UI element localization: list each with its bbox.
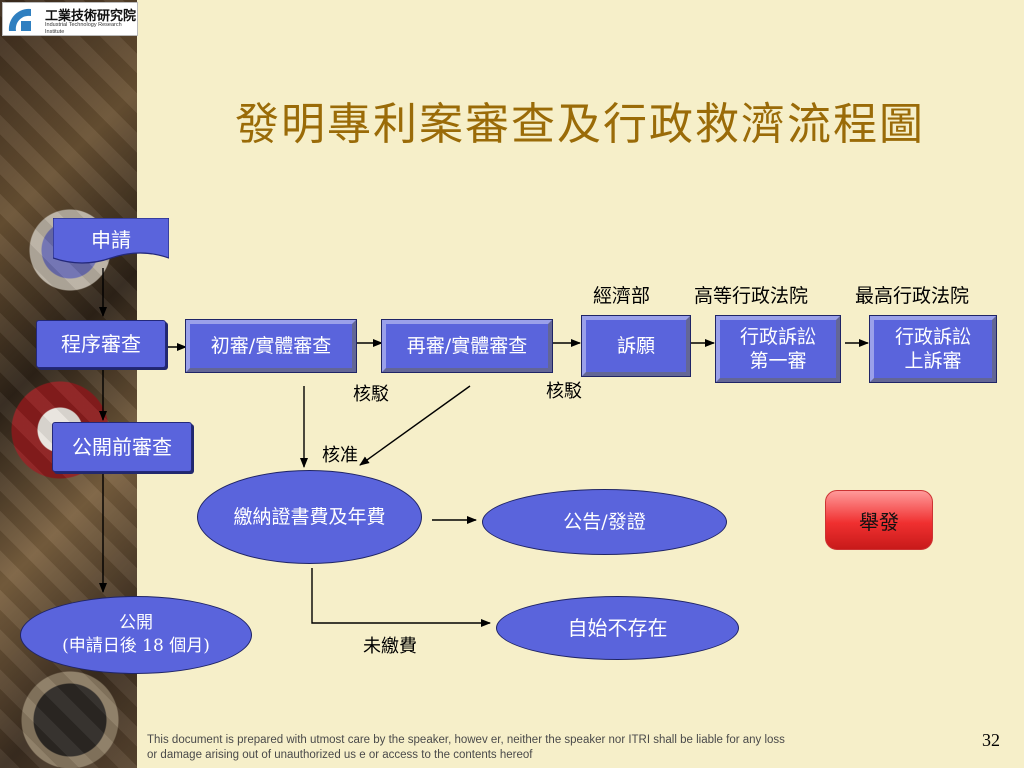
- pre-publication-review-box[interactable]: 公開前審查: [52, 422, 192, 472]
- itri-logo-icon: [7, 7, 33, 33]
- apply-box[interactable]: [53, 218, 169, 268]
- moea-label: 經濟部: [593, 285, 651, 307]
- pay-fees-ellipse[interactable]: 繳納證書費及年費: [197, 470, 422, 564]
- admin-first-instance-label: 行政訴訟 第一審: [739, 326, 816, 372]
- supreme-court-label: 最高行政法院: [855, 285, 970, 307]
- procedure-review-box[interactable]: 程序審查: [36, 320, 166, 368]
- logo-name-en: Industrial Technology Research Institute: [45, 22, 122, 35]
- itri-logo: 工業技術研究院 Industrial Technology Research I…: [2, 2, 138, 36]
- initial-review-box[interactable]: 初審/實體審查: [185, 319, 357, 373]
- void-ellipse[interactable]: 自始不存在: [496, 596, 739, 660]
- unpaid-label: 未繳費: [363, 636, 417, 657]
- page-number: 32: [982, 730, 1000, 750]
- arrow-rereview-approve: [359, 385, 471, 466]
- reject-label-1: 核駁: [353, 384, 389, 405]
- apply-label: 申請: [91, 228, 131, 252]
- re-review-box[interactable]: 再審/實體審查: [381, 319, 553, 373]
- report-button[interactable]: 舉發: [825, 490, 933, 550]
- publication-label: 公開 (申請日後 18 個月): [62, 613, 210, 656]
- page-title: 發明專利案審查及行政救濟流程圖: [235, 99, 925, 150]
- high-court-label: 高等行政法院: [694, 285, 809, 307]
- admin-appeal-label: 行政訴訟 上訴審: [894, 326, 971, 372]
- logo-name-zh: 工業技術研究院: [45, 9, 137, 24]
- admin-first-instance-box[interactable]: 行政訴訟 第一審: [715, 315, 841, 383]
- reject-label-2: 核駁: [546, 381, 582, 402]
- publication-ellipse[interactable]: 公開 (申請日後 18 個月): [20, 596, 252, 674]
- arrow-pay-to-void: [311, 568, 491, 627]
- footer-disclaimer: This document is prepared with utmost ca…: [147, 734, 785, 761]
- approve-label: 核准: [322, 445, 358, 466]
- admin-appeal-box[interactable]: 行政訴訟 上訴審: [869, 315, 997, 383]
- appeal-box[interactable]: 訴願: [581, 315, 691, 377]
- announce-ellipse[interactable]: 公告/發證: [482, 489, 727, 555]
